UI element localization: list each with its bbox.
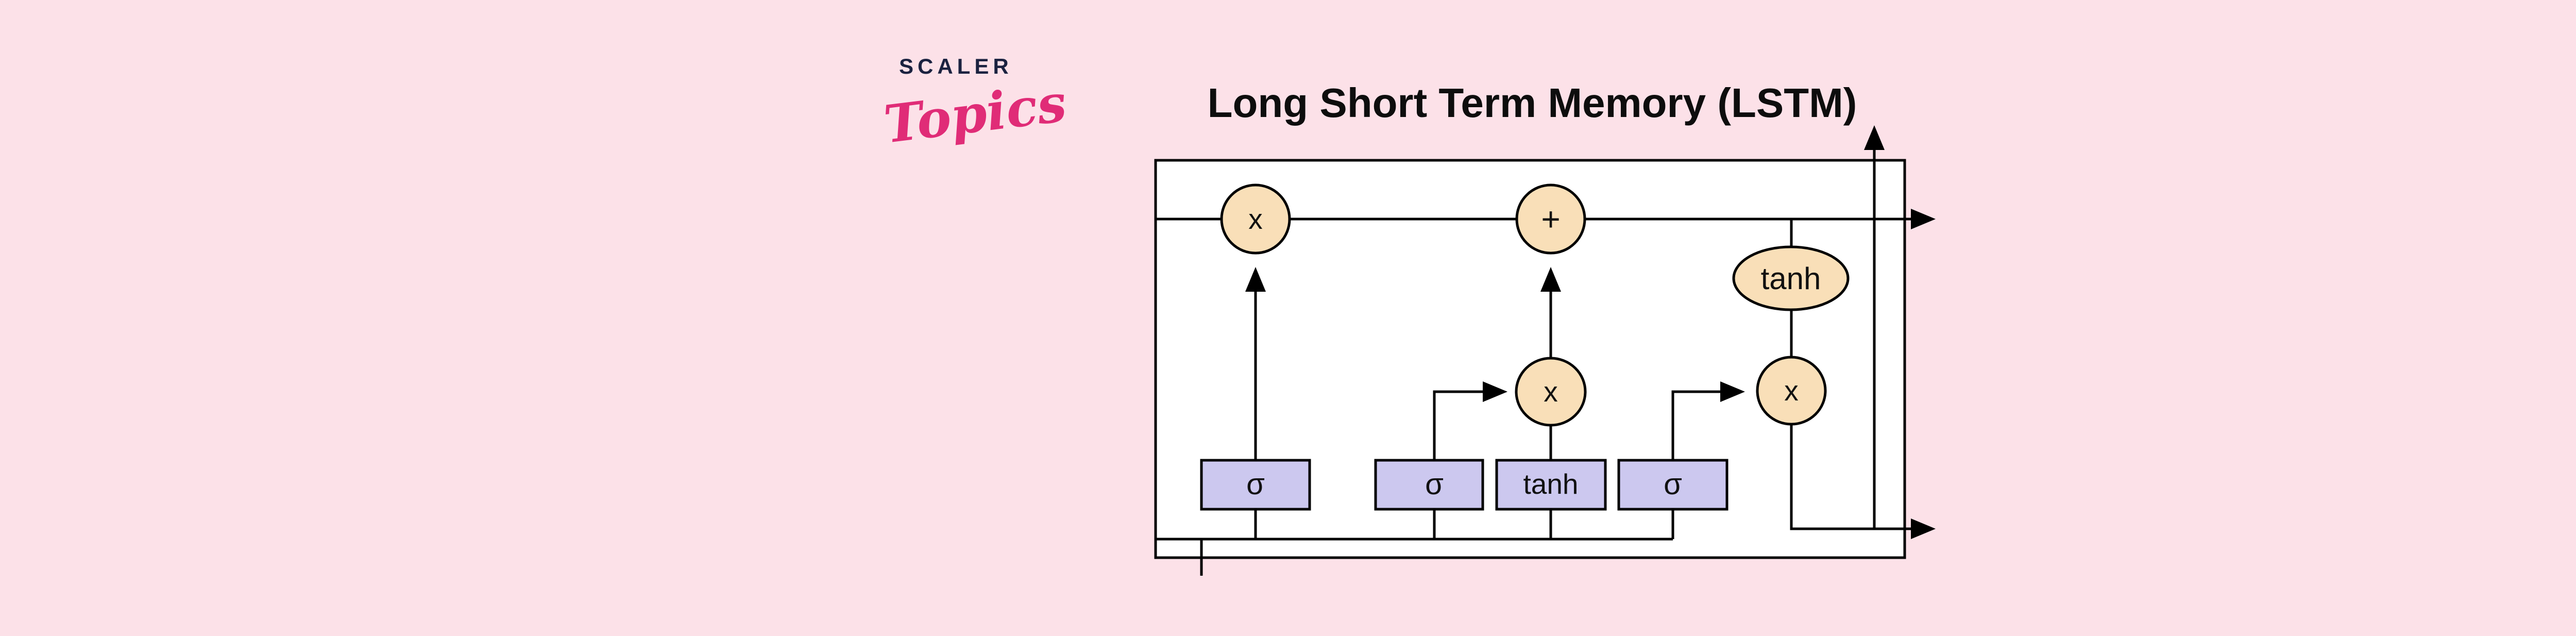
- multiply-input-label: x: [1544, 376, 1558, 408]
- cell-state-out-arrow-icon: [1911, 209, 1936, 229]
- add-cell-label: +: [1541, 200, 1560, 238]
- input-gate-label: σ: [1425, 467, 1444, 501]
- forget-gate-arrow-icon: [1245, 267, 1266, 292]
- multiply-output-label: x: [1784, 375, 1799, 407]
- arrowheads: [1245, 125, 1936, 539]
- add-cell-node: [1515, 183, 1586, 255]
- forget-gate-label: σ: [1246, 467, 1265, 501]
- hidden-output-line: [1790, 424, 1912, 530]
- page-title: Long Short Term Memory (LSTM): [1208, 80, 1857, 126]
- hidden-out-arrow-icon: [1911, 518, 1936, 539]
- candidate-layer-label: tanh: [1523, 468, 1578, 500]
- candidate-layer-box: [1495, 459, 1607, 511]
- output-gate-elbow-line: [1671, 390, 1720, 460]
- input-gate-box: [1374, 459, 1484, 511]
- multiply-forget-node: [1220, 183, 1291, 255]
- multiply-forget-label: x: [1248, 203, 1263, 235]
- output-gate-label: σ: [1664, 467, 1682, 501]
- input-gate-arrow-icon: [1483, 381, 1507, 402]
- output-gate-arrow-icon: [1720, 381, 1745, 402]
- input-gate-elbow-line: [1433, 390, 1483, 460]
- multiply-output-node: [1756, 356, 1827, 426]
- logo-brand-text: SCALER: [899, 54, 1013, 78]
- gate-layers: σ σ tanh σ: [1200, 459, 1728, 511]
- tanh-activation-node: [1732, 245, 1850, 311]
- output-gate-box: [1617, 459, 1728, 511]
- multiply-input-node: [1515, 357, 1587, 427]
- operator-nodes: x + tanh x x: [1220, 183, 1850, 427]
- tanh-activation-label: tanh: [1761, 261, 1821, 296]
- multiply-to-add-arrow-icon: [1540, 267, 1561, 292]
- hidden-up-arrow-icon: [1864, 125, 1885, 150]
- forget-gate-box: [1200, 459, 1311, 511]
